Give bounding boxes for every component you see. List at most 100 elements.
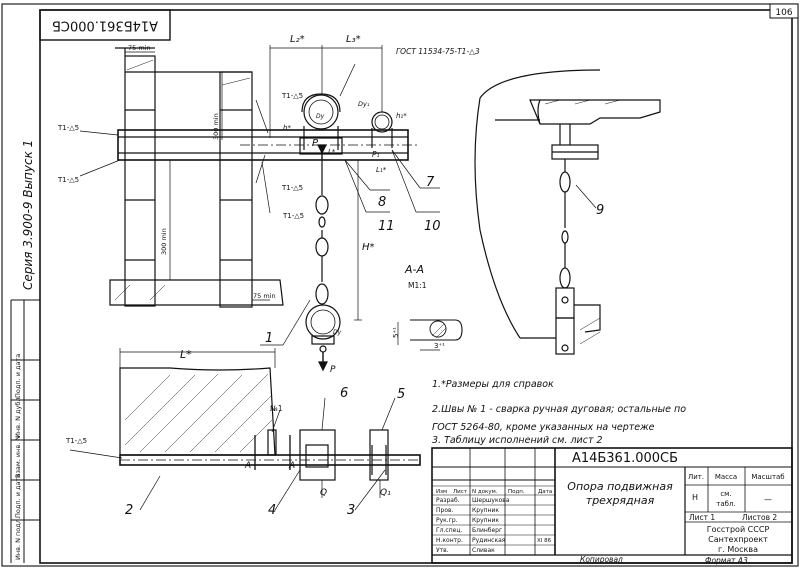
staff-role: Разраб. [436, 497, 460, 504]
load-p: P [330, 365, 336, 375]
title-block [431, 447, 793, 564]
strip-sign2-label: Подп. и дата [14, 354, 22, 398]
dim-q1: Q₁ [380, 488, 391, 498]
section-mark-a-left: А [244, 461, 251, 471]
dim-t1-5: Т1-△5 [57, 176, 79, 184]
staff-name: Крупник [472, 507, 499, 514]
front-view-hatching [114, 59, 251, 301]
callout-7: 7 [426, 175, 435, 190]
dim-dy1: Dy₁ [358, 100, 370, 108]
section-mark-a-right: А [288, 461, 295, 471]
staff-name: Блинберг [472, 527, 502, 534]
note-line: ГОСТ 5264-80, кроме указанных на чертеже [432, 422, 655, 433]
dimension-labels: L₂* L₃* ГОСТ 11534-75-Т1-△3 Т1-△5 Т1-△5 … [57, 34, 480, 498]
staff-name: Рудинская [472, 537, 506, 544]
header-cell-sign: Подп. [508, 489, 525, 495]
staff-list: Разраб. Шершуковa Пров. Крупник Рук.гр. … [436, 497, 552, 554]
dim-l3: L₃* [346, 34, 361, 45]
sheet-label: Лист 1 [689, 513, 715, 522]
mass-label: Масса [715, 473, 737, 481]
section-a-a [397, 319, 463, 351]
org-line3: г. Москва [718, 545, 758, 554]
weld-no1: №1 [270, 404, 283, 413]
sheet-number-box [769, 3, 799, 19]
callout-11: 11 [378, 219, 395, 234]
staff-date: XI 86 [537, 538, 552, 544]
rotated-designation: А14Б361.000СБ [52, 18, 158, 33]
plan-view-hatching [124, 373, 273, 453]
item-name-line1: Опора подвижная [567, 480, 673, 493]
staff-role: Н.контр. [436, 537, 463, 544]
dim-q: Q [320, 488, 327, 498]
item-name-line2: трехрядная [586, 494, 655, 507]
dim-dy: Dy [316, 113, 325, 120]
outer-border [1, 3, 799, 567]
dim-h-star-small: h* [283, 124, 291, 132]
section-hatching [431, 323, 447, 339]
lit-label: Лит. [688, 473, 704, 481]
dim-5: 5⁺¹ [392, 327, 400, 338]
strip-sign-label: Подп. и дата [14, 474, 22, 518]
note-line: 1.*Размеры для справок [432, 379, 554, 390]
sheets-label: Листов 2 [742, 513, 777, 522]
plan-view [69, 348, 421, 511]
staff-role: Утв. [436, 547, 449, 554]
series-label: Серия 3.900-9 Выпуск 1 [21, 140, 35, 290]
dim-h-star: H* [362, 242, 375, 253]
dim-l2: L₂* [290, 34, 305, 45]
mass-value-line2: табл. [716, 500, 735, 508]
dim-75-bottom: 75 min [253, 292, 276, 300]
strip-inv-label: Инв. N подл. [14, 517, 22, 560]
dim-gost: ГОСТ 11534-75-Т1-△3 [396, 47, 480, 56]
dim-dy-bottom: Dy [333, 329, 342, 336]
staff-role: Гл.спец. [436, 527, 462, 534]
dim-l-star-top: L* [180, 348, 192, 361]
copied-label: Копировал [580, 555, 623, 564]
dim-l-star-small: L* [328, 148, 336, 156]
side-view [474, 69, 661, 355]
left-binding-strip: Инв. N подл. Подп. и дата Взам. инв. N И… [10, 299, 40, 563]
callout-4: 4 [268, 503, 276, 518]
callout-5: 5 [397, 387, 405, 402]
dim-t1-5: Т1-△5 [281, 92, 303, 100]
callout-2: 2 [125, 503, 133, 518]
header-cell-doc: N докум. [472, 489, 498, 495]
staff-role: Рук.гр. [436, 517, 458, 524]
dim-t1-5: Т1-△5 [57, 124, 79, 132]
header-cell-date: Дата [538, 489, 552, 495]
dim-p: P [312, 138, 319, 149]
front-view [79, 45, 440, 372]
inner-border [39, 9, 793, 564]
callout-3: 3 [347, 503, 355, 518]
staff-name: Сливак [472, 547, 495, 554]
staff-name: Шершуковa [472, 497, 510, 504]
mass-value-line1: см. [720, 490, 731, 498]
dim-h1-star: h₁* [396, 112, 407, 120]
designation: А14Б361.000СБ [572, 451, 678, 466]
dim-3: 3⁺¹ [434, 342, 445, 350]
org-line2: Сантехпроект [708, 535, 768, 544]
dim-section-scale: М1:1 [408, 281, 427, 290]
callouts: 1 2 3 4 5 6 7 8 9 10 11 [125, 175, 604, 518]
dim-l1-star: L₁* [376, 166, 387, 174]
callout-10: 10 [424, 219, 441, 234]
side-view-hatching [544, 99, 621, 345]
dim-t1-5: Т1-△5 [65, 437, 87, 445]
dim-75-top: 75 min [128, 44, 151, 52]
notes: 1.*Размеры для справок 2.Швы № 1 - сварк… [432, 379, 686, 446]
callout-1: 1 [265, 331, 273, 346]
lit-value: Н [692, 493, 698, 502]
org-line1: Госстрой СССР [707, 525, 770, 534]
dim-p1: P₁ [372, 150, 380, 159]
rotated-designation-box [39, 9, 171, 41]
scale-value: — [764, 495, 772, 504]
dim-t1-5: Т1-△5 [282, 212, 304, 220]
callout-9: 9 [596, 203, 604, 218]
strip-replace-label: Взам. инв. N [14, 436, 22, 478]
header-cell-list: Лист [453, 489, 468, 495]
note-line: 3. Таблицу исполнений см. лист 2 [432, 435, 603, 446]
dim-300-top: 300 min [212, 113, 220, 140]
dim-300-mid: 300 min [160, 228, 168, 255]
